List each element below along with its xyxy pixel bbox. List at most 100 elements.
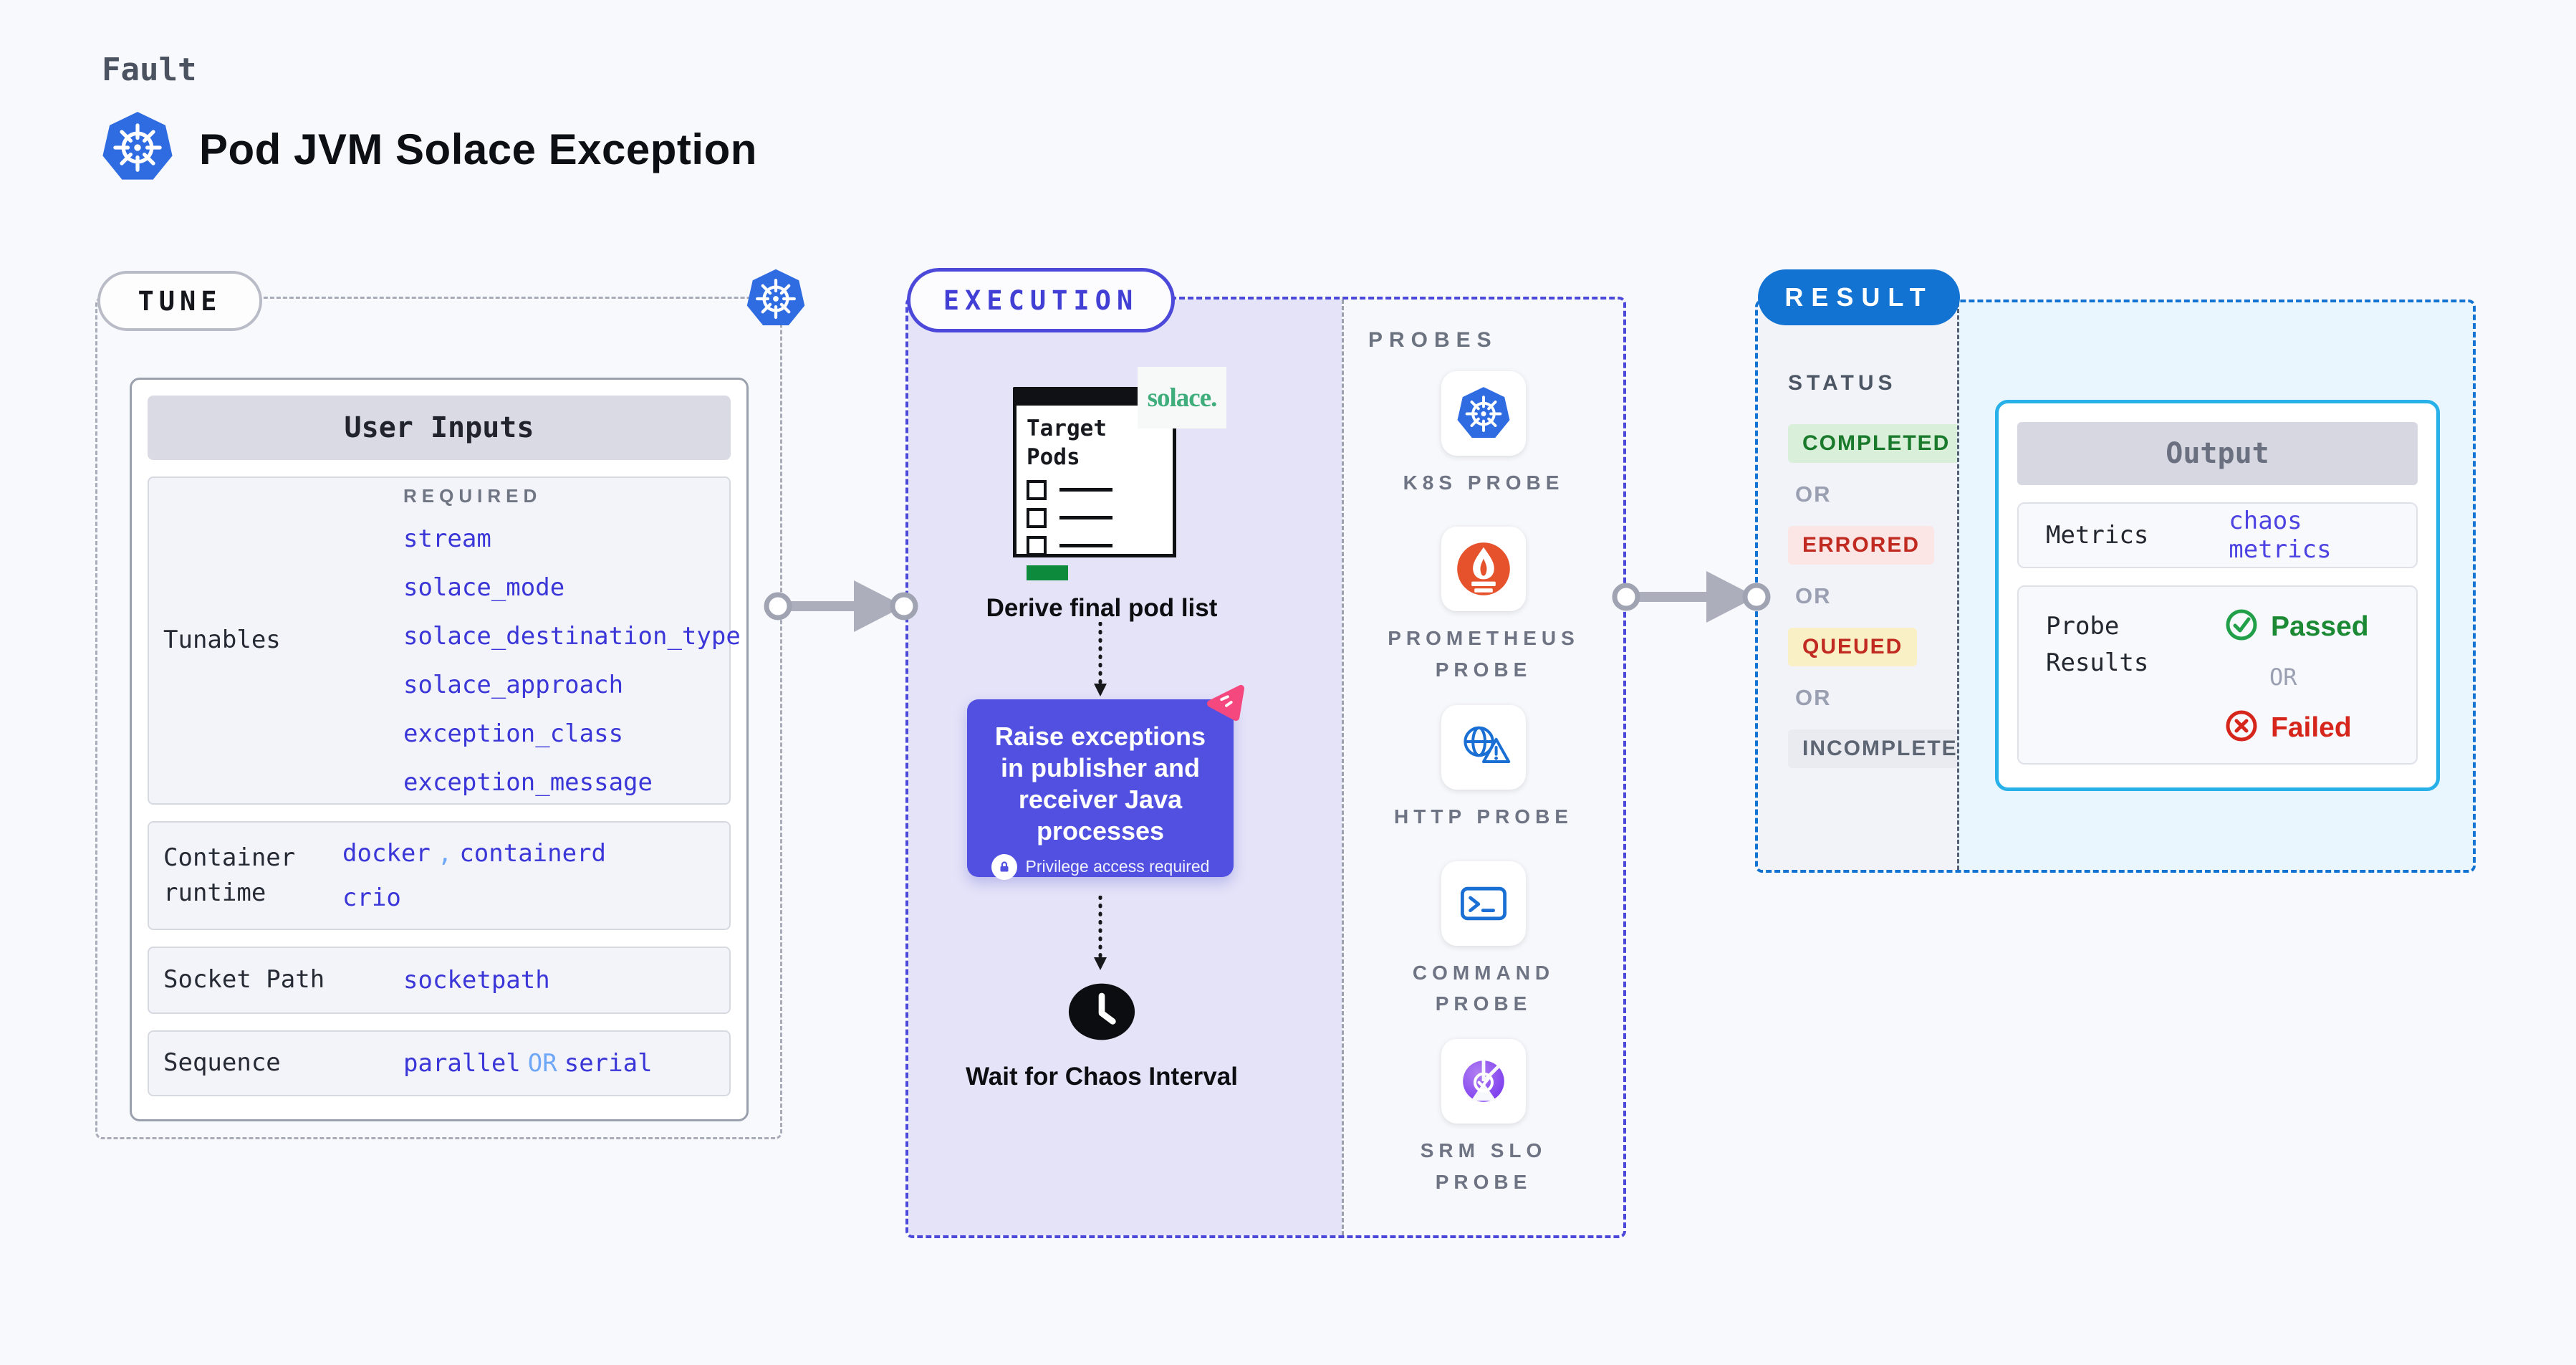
solace-wordmark: solace. <box>1147 383 1218 413</box>
checkbox-icon <box>1027 507 1047 528</box>
tunable-value: exception_class <box>403 719 624 748</box>
http-globe-warning-icon <box>1441 705 1526 790</box>
target-pods-window: Target Pods <box>1013 387 1176 580</box>
tunable-value: stream <box>403 524 491 553</box>
probe-label: K8S PROBE <box>1403 471 1565 494</box>
status-badge-incompleted: INCOMPLETED <box>1788 729 1989 768</box>
confirm-bar <box>1027 565 1068 580</box>
container-runtime-label: Container runtime <box>163 843 296 907</box>
chaos-action-box: Raise exceptions in publisher and receiv… <box>967 684 1245 880</box>
runtime-value-line: crio <box>342 883 401 912</box>
probe-list: K8S PROBE PROMETHEUS PROBE HTTP PROBE <box>1344 371 1623 1197</box>
target-pod-checkbox-row <box>1027 507 1163 528</box>
terminal-icon <box>1441 861 1526 946</box>
result-panel: STATUS COMPLETED OR ERRORED OR QUEUED OR… <box>1755 300 2476 873</box>
tunable-value: solace_approach <box>403 670 624 699</box>
target-pods-title: Target Pods <box>1027 416 1107 471</box>
probe-results-row: Probe Results Passed OR <box>2017 585 2418 765</box>
x-circle-icon <box>2225 709 2258 746</box>
kubernetes-icon <box>100 109 175 190</box>
srm-slo-gauge-icon <box>1441 1039 1526 1124</box>
page-title: Pod JVM Solace Exception <box>199 125 757 173</box>
probe-label: COMMAND PROBE <box>1412 961 1555 1015</box>
probe-item: HTTP PROBE <box>1369 705 1598 832</box>
kubernetes-icon <box>745 267 807 335</box>
metrics-label: Metrics <box>2046 520 2149 550</box>
socket-path-label: Socket Path <box>163 965 325 995</box>
line-placeholder <box>1059 516 1112 520</box>
tune-to-execution-arrow <box>764 573 936 643</box>
container-runtime-row: Container runtime docker,containerd crio <box>148 821 731 930</box>
solace-logo: solace. <box>1138 367 1226 428</box>
probe-results-label: Probe Results <box>2046 612 2149 677</box>
execution-flow-area: Target Pods solace. Derive final pod lis… <box>908 300 1342 1235</box>
probe-item: K8S PROBE <box>1369 371 1598 498</box>
line-placeholder <box>1059 544 1112 548</box>
probes-panel: PROBES K8S PROBE PROMETHEUS PROBE <box>1342 300 1623 1235</box>
passed-label: Passed <box>2271 610 2369 642</box>
output-column: Output Metrics chaos metrics Probe Resul… <box>1957 302 2473 870</box>
socket-path-value: socketpath <box>403 966 550 995</box>
fault-eyebrow-label: Fault <box>102 52 197 88</box>
user-inputs-card: User Inputs Tunables REQUIRED stream sol… <box>130 378 749 1121</box>
result-badge: RESULT <box>1758 269 1960 325</box>
check-circle-icon <box>2225 608 2258 645</box>
metrics-row: Metrics chaos metrics <box>2017 502 2418 568</box>
status-column: STATUS COMPLETED OR ERRORED OR QUEUED OR… <box>1758 302 1989 870</box>
output-card: Output Metrics chaos metrics Probe Resul… <box>1995 400 2440 791</box>
status-title: STATUS <box>1788 371 1897 395</box>
tunable-value: exception_message <box>403 767 653 797</box>
passed-row: Passed <box>2225 608 2369 645</box>
chaos-action-label: Raise exceptions in publisher and receiv… <box>994 722 1206 846</box>
title-row: Pod JVM Solace Exception <box>100 109 757 190</box>
line-placeholder <box>1059 488 1112 492</box>
target-pod-checkbox-row <box>1027 535 1163 556</box>
tunables-values: REQUIRED stream solace_mode solace_desti… <box>403 485 741 797</box>
lock-icon <box>991 853 1017 880</box>
runtime-value-line: docker,containerd <box>342 839 607 868</box>
execution-panel: Target Pods solace. Derive final pod lis… <box>905 297 1626 1238</box>
wait-chaos-interval-label: Wait for Chaos Interval <box>966 1063 1238 1091</box>
clock-icon <box>1067 982 1136 1045</box>
sequence-label: Sequence <box>163 1048 281 1078</box>
privilege-note-label: Privilege access required <box>1025 857 1210 876</box>
metrics-value: chaos metrics <box>2229 507 2332 564</box>
tune-badge: TUNE <box>97 271 262 331</box>
tunable-value: solace_mode <box>403 573 565 602</box>
prometheus-icon <box>1441 527 1526 612</box>
window-body: Target Pods <box>1013 406 1176 580</box>
tunable-value: solace_destination_type <box>403 621 741 651</box>
probe-label: PROMETHEUS PROBE <box>1388 627 1580 681</box>
checkbox-icon <box>1027 479 1047 500</box>
probe-label: SRM SLO PROBE <box>1420 1139 1547 1193</box>
output-header: Output <box>2017 422 2418 485</box>
status-badge-completed: COMPLETED <box>1788 424 1965 463</box>
status-badge-errored: ERRORED <box>1788 526 1935 565</box>
dotted-arrow-icon <box>1092 895 1109 980</box>
probe-label: HTTP PROBE <box>1394 805 1573 828</box>
user-inputs-header: User Inputs <box>148 396 731 460</box>
or-separator: OR <box>1795 482 1832 507</box>
probe-item: SRM SLO PROBE <box>1369 1039 1598 1197</box>
socket-path-values: socketpath <box>403 966 729 995</box>
probes-to-result-arrow <box>1609 564 1781 633</box>
failed-label: Failed <box>2271 712 2352 743</box>
target-pod-checkbox-row <box>1027 479 1163 500</box>
status-list: COMPLETED OR ERRORED OR QUEUED OR INCOMP… <box>1788 424 1989 768</box>
required-label: REQUIRED <box>403 484 542 507</box>
tunables-row: Tunables REQUIRED stream solace_mode sol… <box>148 476 741 805</box>
chaos-logo-icon <box>1205 684 1246 726</box>
or-separator: OR <box>2269 664 2297 691</box>
execution-badge: EXECUTION <box>907 268 1175 332</box>
probes-title: PROBES <box>1368 328 1498 352</box>
or-separator: OR <box>1795 583 1832 608</box>
checkbox-icon <box>1027 535 1047 556</box>
failed-row: Failed <box>2225 709 2352 746</box>
kubernetes-icon <box>1441 371 1526 456</box>
privilege-note-row: Privilege access required <box>967 853 1234 880</box>
status-badge-queued: QUEUED <box>1788 628 1918 666</box>
